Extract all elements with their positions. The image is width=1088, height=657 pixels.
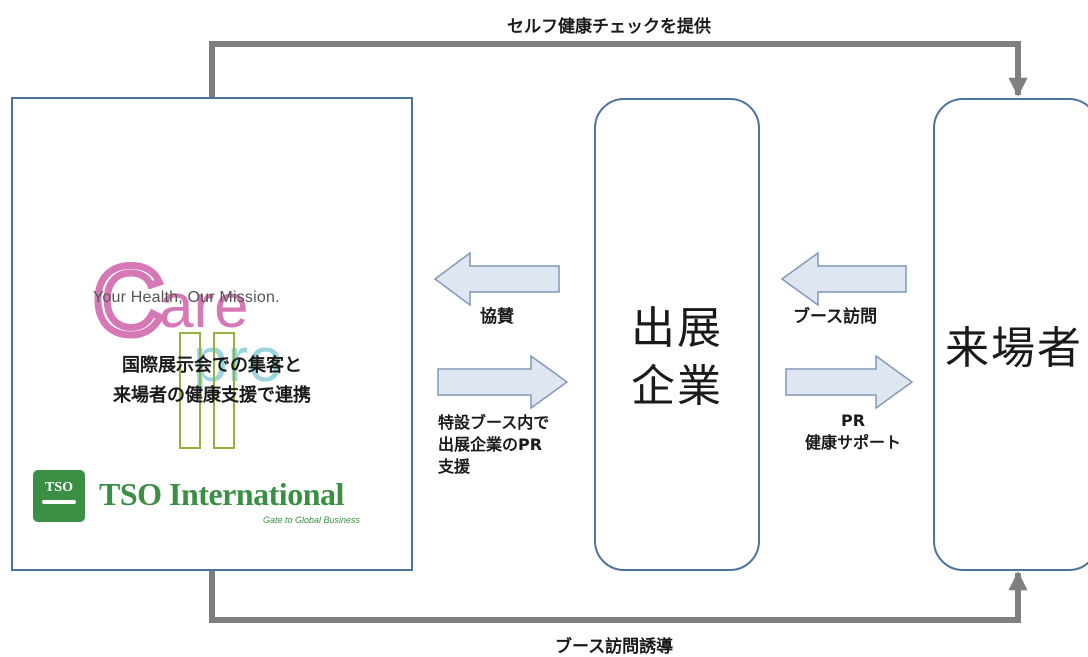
- booth-guidance-connector: [209, 571, 1028, 623]
- carepro-logo-are: are: [159, 272, 249, 341]
- partner-box: C are pro Your Health, Our Mission. 国際展示…: [11, 97, 413, 571]
- exhibitors-label: 出展 企業: [596, 300, 758, 416]
- carepro-logo: C are pro: [93, 259, 283, 389]
- exhibitors-box: 出展 企業: [594, 98, 760, 571]
- sponsorship-label: 協賛: [480, 307, 514, 327]
- booth-support-label: 特設ブース内で 出展企業のPR 支援: [438, 412, 549, 478]
- carepro-tagline: Your Health, Our Mission.: [93, 289, 280, 306]
- sponsorship-arrow: [433, 251, 560, 307]
- tso-company-name: TSO International: [99, 476, 344, 512]
- health-support-line: 健康サポート: [804, 433, 901, 452]
- carepro-logo-c: C: [93, 259, 164, 355]
- self-check-connector: [209, 41, 1028, 97]
- collaboration-line-1: 国際展示会での集客と: [122, 355, 302, 376]
- booth-support-line-3: 支援: [438, 457, 471, 476]
- exhibitors-line-2: 企業: [631, 361, 723, 412]
- pr-line: PR: [840, 411, 866, 430]
- pr-health-label: PR 健康サポート: [790, 410, 916, 454]
- collaboration-line-2: 来場者の健康支援で連携: [113, 385, 311, 406]
- booth-support-line-1: 特設ブース内で: [438, 413, 550, 432]
- booth-support-line-2: 出展企業のPR: [438, 435, 543, 454]
- collaboration-text: 国際展示会での集客と 来場者の健康支援で連携: [2, 351, 422, 411]
- tso-emblem-icon: TSO: [33, 470, 85, 522]
- carepro-logo-pro: pro: [193, 326, 283, 389]
- deco-frame-left: [179, 332, 201, 449]
- booth-visit-label: ブース訪問: [793, 307, 878, 327]
- booth-guidance-label: ブース訪問誘導: [555, 637, 674, 657]
- tso-tagline: Gate to Global Business: [263, 515, 361, 525]
- pr-health-arrow: [785, 354, 914, 410]
- tso-emblem-text: TSO: [44, 480, 73, 495]
- booth-support-arrow: [437, 354, 569, 410]
- exhibitors-line-1: 出展: [631, 303, 723, 354]
- deco-frame-right: [213, 332, 235, 449]
- visitors-box: 来場者: [933, 98, 1088, 571]
- visitors-label: 来場者: [945, 323, 1083, 374]
- self-check-label: セルフ健康チェックを提供: [507, 17, 711, 37]
- booth-visit-arrow: [780, 251, 907, 307]
